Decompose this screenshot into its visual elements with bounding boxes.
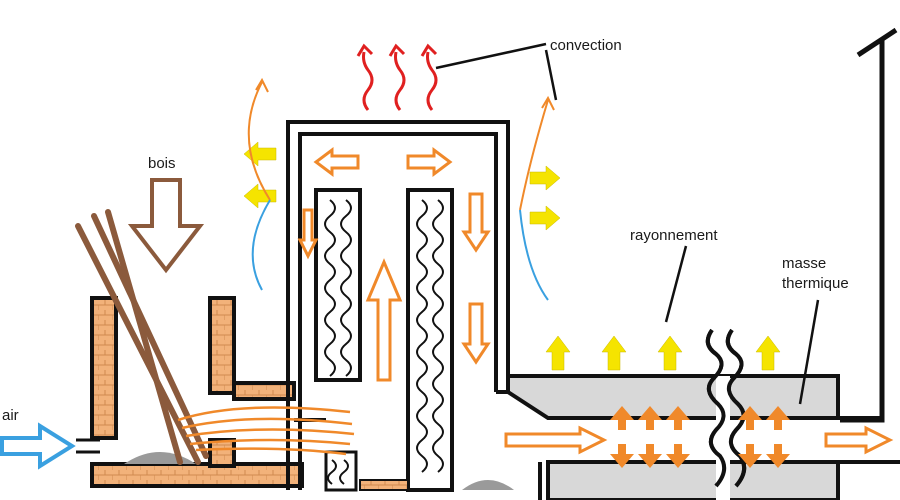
- arrow-right-top-icon: [406, 147, 453, 177]
- heat-riser: [314, 188, 454, 492]
- bench-heat-arrows: [610, 406, 790, 468]
- yellow-arrow-left2-icon: [243, 183, 277, 209]
- yellow-arrow-right2-icon: [529, 205, 561, 231]
- label-thermique: thermique: [782, 275, 849, 292]
- house-wall: [840, 27, 898, 423]
- arrow-up-center-icon: [365, 258, 403, 382]
- convection-curves: [247, 77, 555, 301]
- arrow-left-top-icon: [313, 147, 360, 177]
- arrow-down-right2-icon: [461, 302, 491, 365]
- thermal-mass-bench: [496, 328, 900, 500]
- riser-flow-arrows: [297, 147, 894, 455]
- arrow-duct-1-icon: [504, 425, 608, 455]
- label-convection: convection: [550, 37, 622, 54]
- arrow-down-right1-icon: [461, 192, 491, 253]
- air-arrow-icon: [0, 422, 76, 470]
- label-rayonnement: rayonnement: [630, 227, 718, 244]
- air-inlet: [76, 438, 100, 454]
- bois-arrow-icon: [127, 178, 205, 274]
- flame-flow-lines: [177, 406, 355, 456]
- yellow-arrow-up4-icon: [755, 335, 781, 371]
- label-masse: masse: [782, 255, 826, 272]
- yellow-arrow-up2-icon: [601, 335, 627, 371]
- label-air: air: [2, 407, 19, 424]
- leader-lines: [435, 42, 820, 405]
- heat-squiggles: [356, 43, 438, 111]
- label-bois: bois: [148, 155, 176, 172]
- arrow-duct-2-icon: [824, 425, 894, 455]
- ash-pile-barrel: [462, 480, 514, 490]
- arrow-down-left-icon: [297, 208, 319, 260]
- ash-pile-feed: [124, 452, 196, 464]
- yellow-arrow-right1-icon: [529, 165, 561, 191]
- yellow-arrow-up1-icon: [545, 335, 571, 371]
- yellow-arrow-up3-icon: [657, 335, 683, 371]
